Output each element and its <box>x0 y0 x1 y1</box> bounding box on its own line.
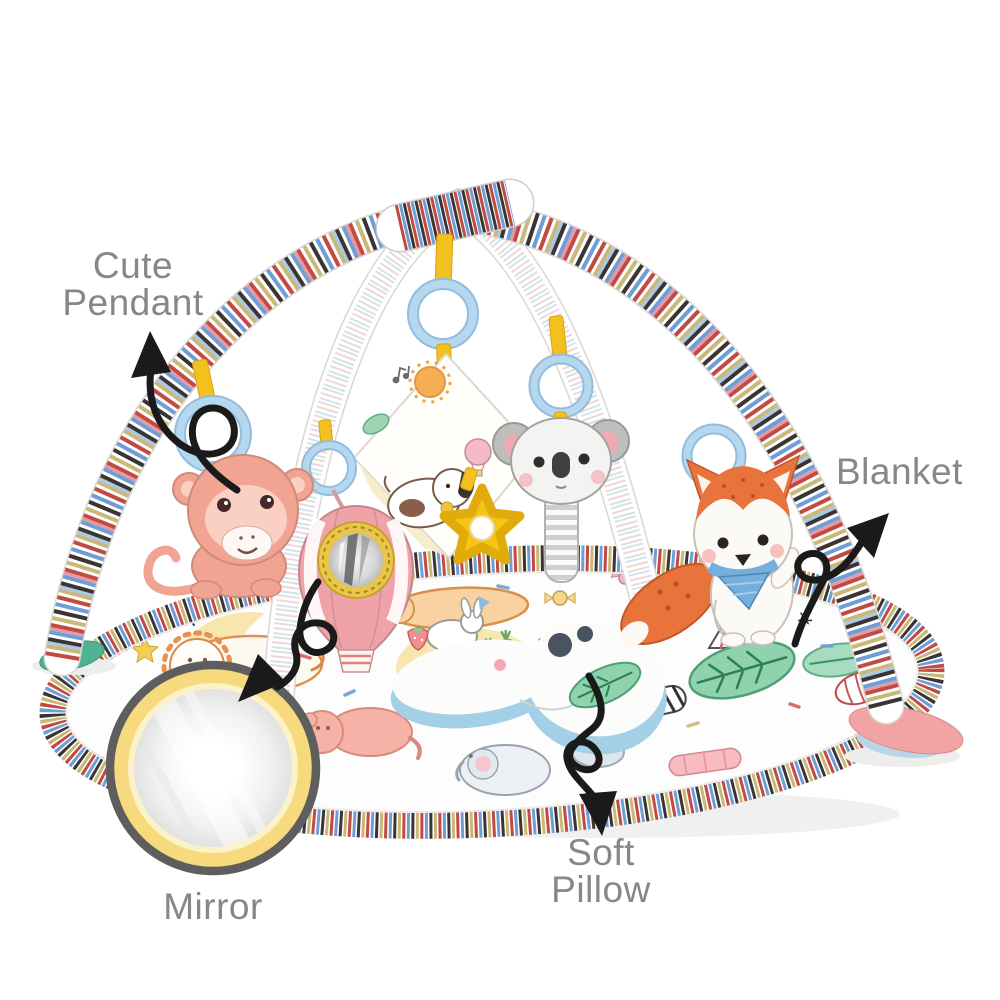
blanket-arrow <box>791 513 889 648</box>
strawberry-print <box>407 627 429 651</box>
label-cute-pendant: Cute Pendant <box>27 247 239 321</box>
fox-toy <box>619 423 801 648</box>
music-notes-print <box>392 365 410 384</box>
mat-border <box>39 545 945 839</box>
top-hanging-ring <box>407 233 479 369</box>
magnified-mirror-inset <box>105 660 321 876</box>
soft-pillow-arrow <box>563 672 617 836</box>
mirror-arrow <box>238 578 338 702</box>
yellow-star-print <box>130 636 160 664</box>
arch-crossing-wrap <box>375 178 535 253</box>
koala-rattle-toy <box>492 315 630 583</box>
label-blanket: Blanket <box>836 451 963 492</box>
label-line: Pendant <box>62 282 204 323</box>
pink-bar-print <box>668 747 742 777</box>
cute-pendant-arrow <box>131 331 241 494</box>
monkey-print <box>300 707 422 760</box>
star-teether-toy <box>439 466 525 565</box>
balloon-mirror-toy <box>297 419 415 673</box>
annotation-arrows <box>131 331 889 836</box>
label-line: Pillow <box>551 869 651 910</box>
monkey-toy <box>143 358 314 600</box>
pillow-leaf-print <box>568 661 642 709</box>
label-soft-pillow: Soft Pillow <box>540 834 662 908</box>
candy-print <box>544 590 576 606</box>
label-mirror: Mirror <box>163 886 263 927</box>
soft-pillow <box>390 619 667 755</box>
label-line: Cute <box>92 245 174 286</box>
elephant-print <box>455 744 551 796</box>
label-line: Soft <box>567 832 635 873</box>
